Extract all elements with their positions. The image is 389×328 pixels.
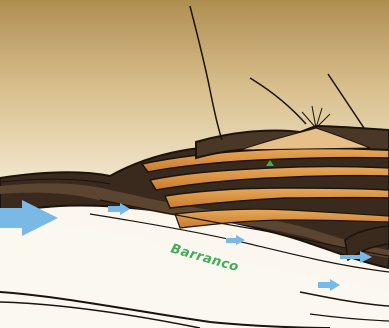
flow-arrow-icon-small-2 [226, 235, 245, 245]
